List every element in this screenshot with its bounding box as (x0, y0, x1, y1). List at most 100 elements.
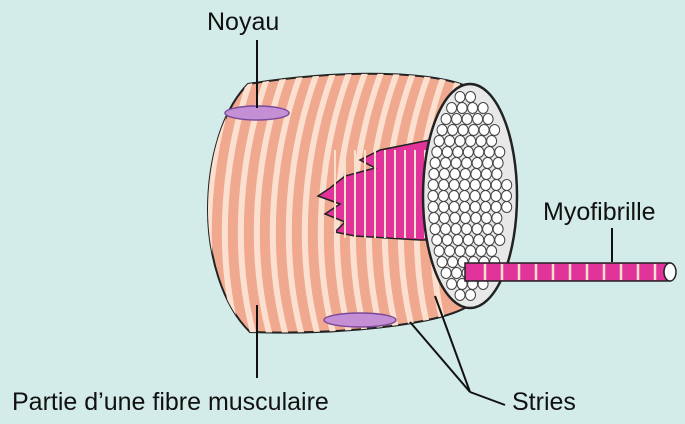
myofibril-end-circle (460, 202, 470, 213)
myofibril-end-circle (445, 246, 455, 257)
myofibril-end-circle (460, 191, 470, 202)
myofibril-end-circle (491, 202, 501, 213)
myofibril-end-circle (430, 224, 440, 235)
myofibril-end-circle (491, 191, 501, 202)
myofibril-end-circle (441, 224, 451, 235)
myofibril-end-circle (434, 246, 444, 257)
exposed-myofibril-bundle (318, 140, 430, 240)
myofibril-end-circle (469, 125, 479, 136)
myofibril-end-circle (449, 202, 459, 213)
myofibril-end-circle (442, 235, 452, 246)
myofibril-end-circle (439, 213, 449, 224)
myofibril-end-circle (471, 169, 481, 180)
myofibril-end-circle (466, 246, 476, 257)
label-nucleus: Noyau (207, 10, 279, 35)
myofibril-end-circle (457, 103, 467, 114)
myofibril-end-circle (495, 147, 505, 158)
label-myofibril: Myofibrille (543, 200, 656, 225)
myofibril-end-circle (466, 290, 476, 301)
myofibril-end-circle (470, 191, 480, 202)
myofibril-end-circle (452, 268, 462, 279)
nucleus-bottom (324, 313, 396, 327)
myofibril-end-circle (453, 147, 463, 158)
label-striations: Stries (512, 390, 576, 415)
myofibril-end-circle (460, 213, 470, 224)
myofibril-end-circle (447, 103, 457, 114)
myofibril-end-circle (474, 147, 484, 158)
myofibril-end-circle (450, 213, 460, 224)
myofibril-end-circle (442, 147, 452, 158)
myofibril-end-circle (430, 158, 440, 169)
myofibril-end-circle (462, 114, 472, 125)
myofibril-end-circle (458, 125, 468, 136)
myofibril-end-circle (462, 224, 472, 235)
myofibril-end-circle (437, 257, 447, 268)
myofibril-end-circle (472, 224, 482, 235)
myofibril-end-circle (492, 169, 502, 180)
myofibril-end-circle (429, 213, 439, 224)
nucleus-top (225, 106, 289, 120)
myofibril-end-circle (484, 235, 494, 246)
myofibril-end-circle (492, 213, 502, 224)
myofibril-end-circle (487, 136, 497, 147)
myofibril-end-circle (470, 180, 480, 191)
myofibril-end-circle (448, 125, 458, 136)
myofibril-end-circle (439, 202, 449, 213)
myofibril-end-circle (441, 114, 451, 125)
myofibril-end-circle (481, 213, 491, 224)
myofibril-end-circle (502, 180, 512, 191)
myofibril-end-circle (479, 125, 489, 136)
myofibril-end-circle (476, 136, 486, 147)
myofibril-end-circle (455, 246, 465, 257)
myofibril-end-circle (439, 191, 449, 202)
myofibril-end-circle (493, 158, 503, 169)
myofibril-end-circle (468, 103, 478, 114)
myofibril-end-circle (432, 147, 442, 158)
myofibril-end-circle (450, 169, 460, 180)
myofibril-end-circle (474, 235, 484, 246)
myofibril-end-circle (434, 136, 444, 147)
myofibril-end-circle (452, 114, 462, 125)
myofibril-end-circle (470, 202, 480, 213)
myofibril-end-circle (448, 257, 458, 268)
myofibril-end-circle (481, 191, 491, 202)
myofibril-end-circle (439, 180, 449, 191)
myofibril-end-circle (466, 136, 476, 147)
myofibril-end-circle (447, 279, 457, 290)
myofibril-end-circle (455, 92, 465, 103)
myofibril-end-circle (451, 158, 461, 169)
myofibril-end-circle (441, 158, 451, 169)
myofibril-end-circle (439, 169, 449, 180)
myofibril-end-circle (483, 224, 493, 235)
myofibril-end-circle (483, 158, 493, 169)
myofibril-end-circle (428, 191, 438, 202)
myofibril-end-circle (466, 92, 476, 103)
myofibril-end-circle (481, 202, 491, 213)
striation-band (177, 70, 206, 340)
single-myofibril (465, 263, 676, 281)
myofibril-end-circle (481, 169, 491, 180)
myofibril-end-circle (493, 224, 503, 235)
myofibril-end-circle (462, 158, 472, 169)
myofibril-end-circle (472, 158, 482, 169)
myofibril-end-circle (490, 125, 500, 136)
striation-band (161, 70, 190, 340)
myofibril-end-circle (502, 191, 512, 202)
myofibril-end-circle (453, 235, 463, 246)
myofibril-end-circle (437, 125, 447, 136)
myofibril-end-circle (487, 246, 497, 257)
myofibril-end-circle (441, 268, 451, 279)
myofibril-end-circle (483, 114, 493, 125)
myofibril-end-circle (478, 103, 488, 114)
label-fiber: Partie d’une fibre musculaire (12, 390, 329, 415)
myofibril-end-circle (445, 136, 455, 147)
myofibril-end-circle (476, 246, 486, 257)
myofibril-end-circle (460, 169, 470, 180)
myofibril-end-circle (455, 290, 465, 301)
myofibril-end-circle (484, 147, 494, 158)
myofibril-end-circle (481, 180, 491, 191)
myofibril-end-circle (451, 224, 461, 235)
myofibril-end-circle (449, 191, 459, 202)
myofibril-end-circle (473, 114, 483, 125)
myofibril-end-circle (428, 180, 438, 191)
